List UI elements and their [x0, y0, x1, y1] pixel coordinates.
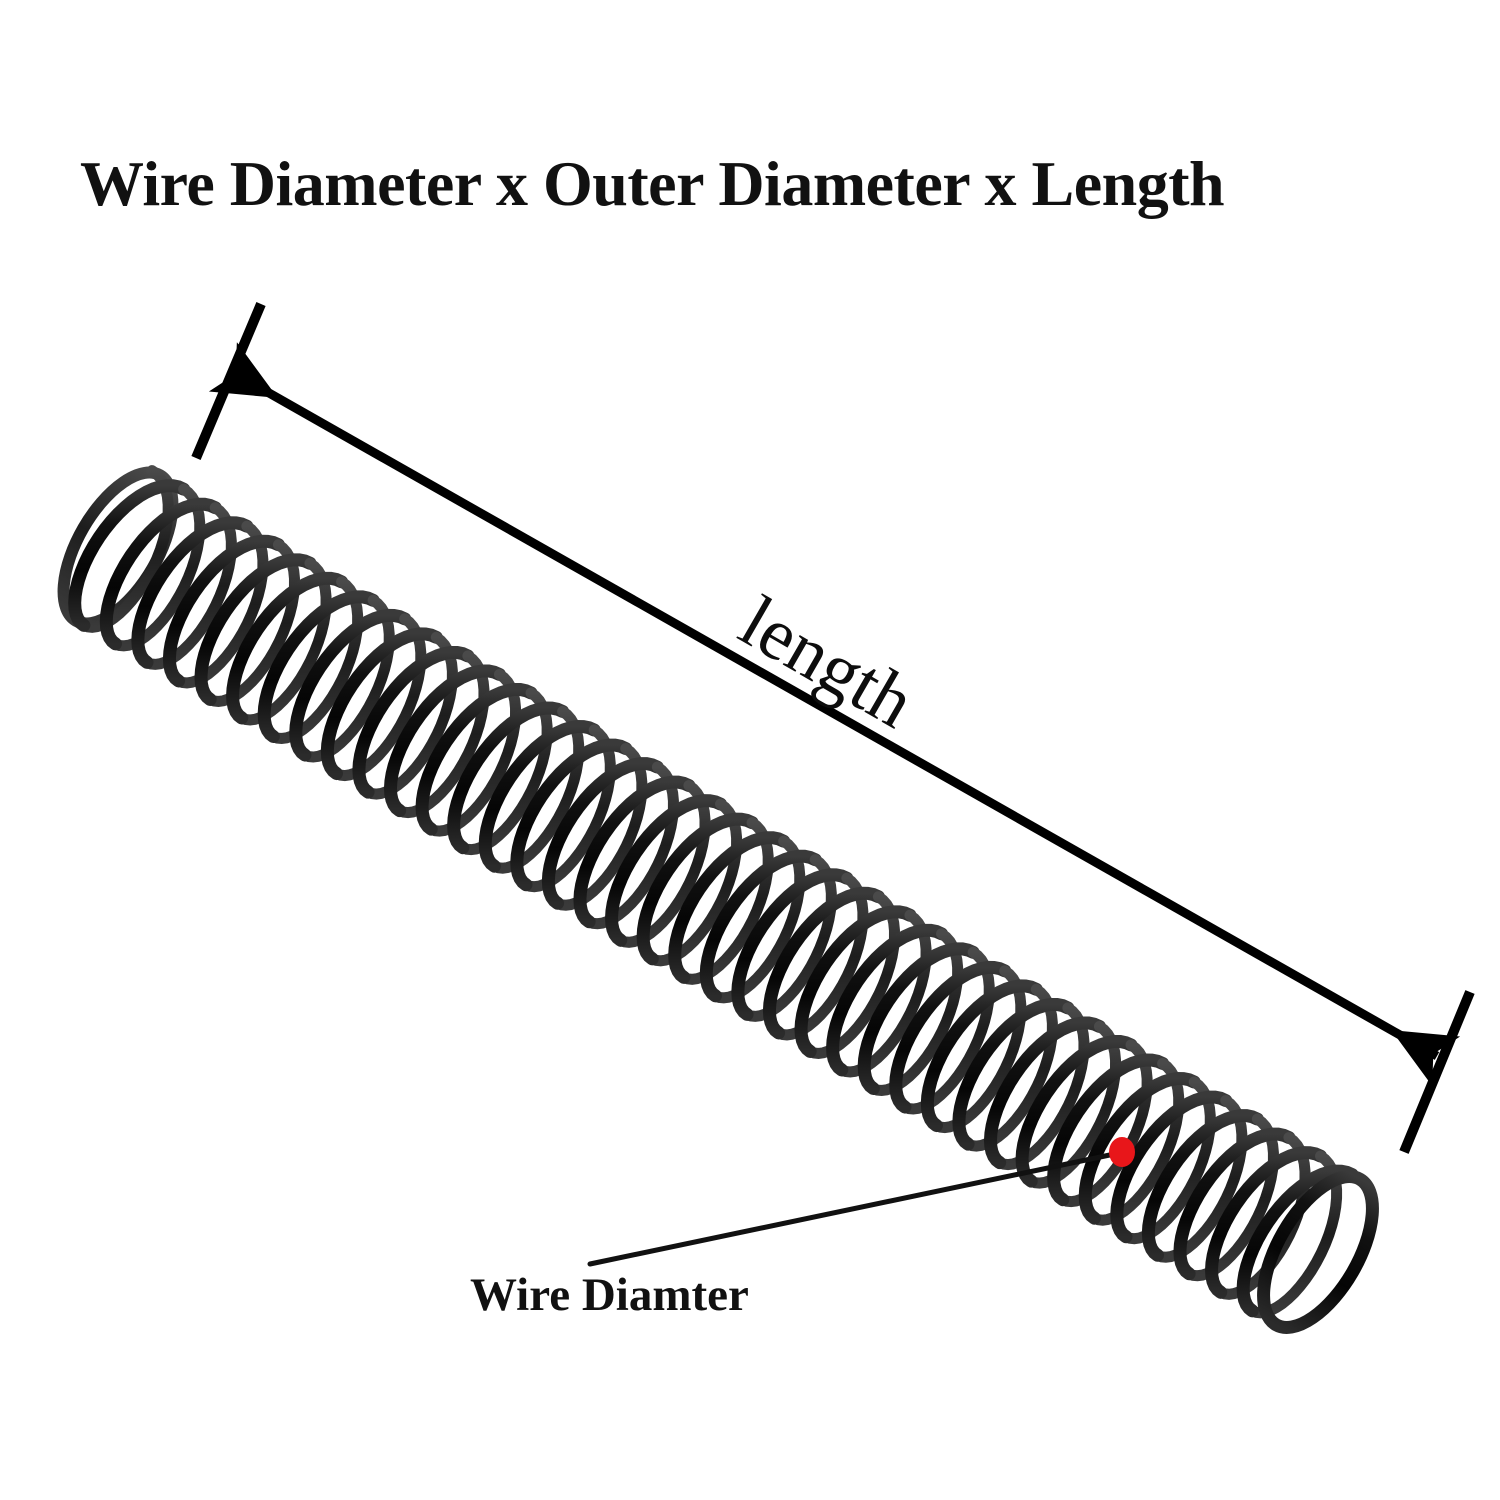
- length-label: length: [727, 581, 928, 744]
- wire-diameter-label: Wire Diamter: [470, 1269, 749, 1321]
- spring-coil-front: [1110, 1090, 1233, 1244]
- spring-end-coil-right: [1257, 1170, 1379, 1334]
- spring-coil-front: [1205, 1146, 1328, 1299]
- spring-coil-front: [68, 479, 191, 632]
- page-title: Wire Diameter x Outer Diameter x Length: [80, 148, 1224, 219]
- spring-coil-front: [1141, 1109, 1264, 1262]
- dimension-arrow-line: [208, 342, 1461, 1086]
- length-label-group: length: [727, 581, 928, 744]
- wire-diameter-leader-line: [587, 1149, 1127, 1267]
- coil-spring-graphic: [57, 465, 1379, 1334]
- length-dimension: [191, 302, 1475, 1154]
- spring-coil-front: [99, 497, 222, 651]
- dimension-tick-right: [1399, 990, 1475, 1154]
- wire-diameter-callout: Wire Diamter: [470, 1137, 1135, 1321]
- wire-diameter-marker-dot: [1109, 1137, 1135, 1167]
- spring-coil-front: [1173, 1127, 1296, 1281]
- spring-coil-front: [1236, 1164, 1359, 1318]
